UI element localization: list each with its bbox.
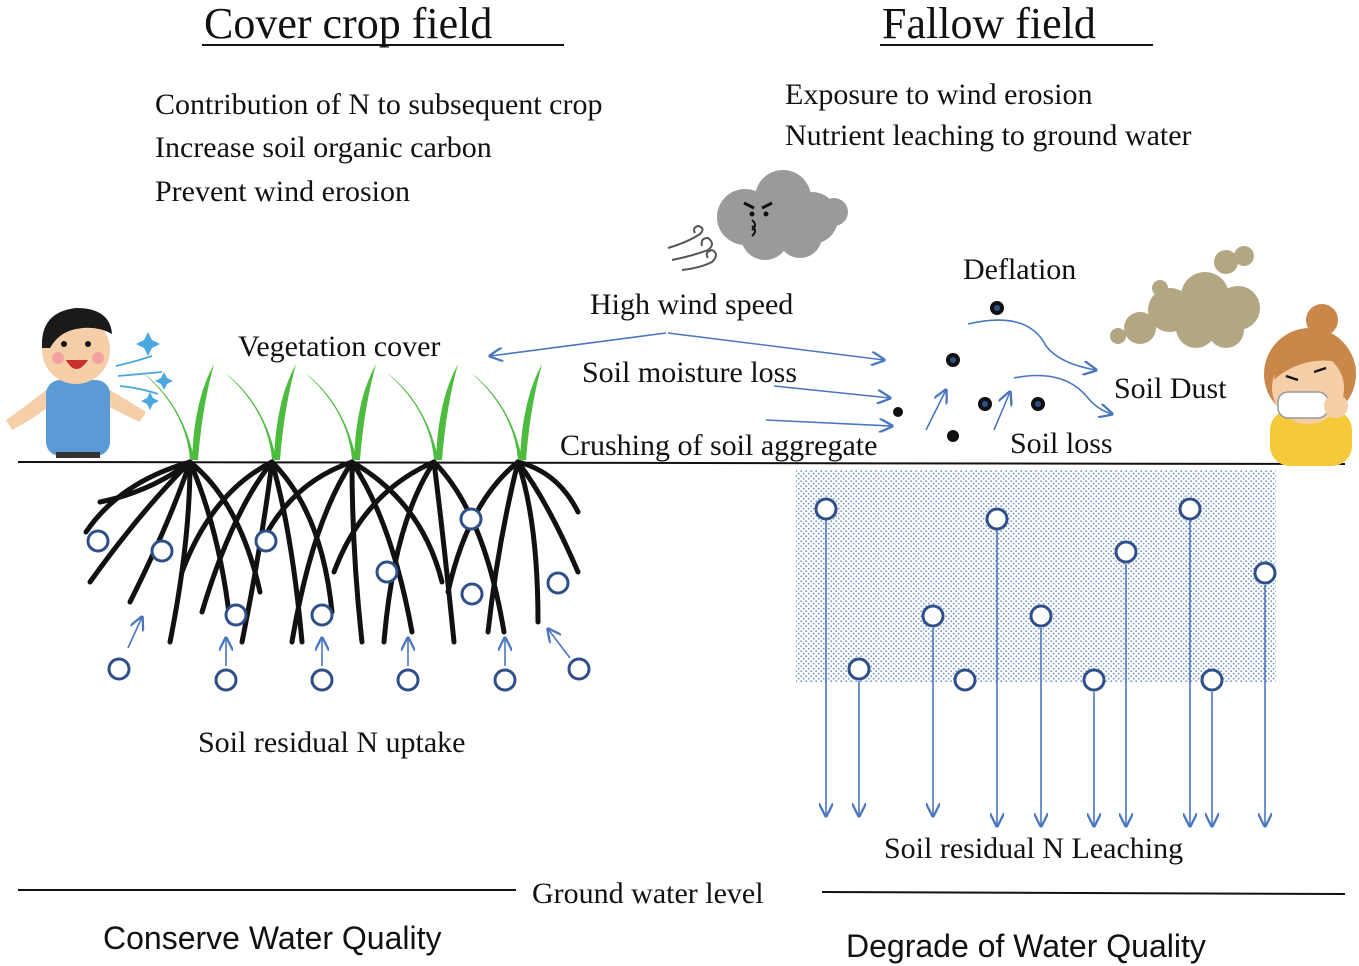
vegetation-cover-label: Vegetation cover	[238, 330, 440, 363]
ground-water-line-right	[821, 891, 1346, 895]
root-network	[83, 459, 581, 645]
n-circle	[1178, 497, 1202, 521]
n-circle	[985, 507, 1009, 531]
n-circle	[1253, 561, 1277, 585]
n-circle	[460, 582, 484, 606]
leaching-arrows	[826, 520, 1265, 826]
n-circle	[1082, 668, 1106, 692]
n-circle	[459, 507, 483, 531]
soil-moisture-label: Soil moisture loss	[582, 356, 797, 389]
high-wind-label: High wind speed	[590, 288, 793, 321]
fallow-soil-layer	[796, 470, 1276, 682]
n-circle	[567, 657, 591, 681]
n-circle	[1200, 668, 1224, 692]
fallow-title: Fallow field	[882, 0, 1096, 48]
n-circle	[953, 668, 977, 692]
angry-cloud-icon	[717, 170, 848, 260]
masked-girl-icon	[1264, 304, 1356, 466]
soil-surface-line	[17, 461, 1346, 465]
benefit-n-contribution: Contribution of N to subsequent crop	[155, 88, 602, 121]
n-circle	[86, 529, 110, 553]
ground-water-label: Ground water level	[532, 877, 764, 910]
risk-wind-erosion: Exposure to wind erosion	[785, 78, 1092, 111]
n-circle	[396, 668, 420, 692]
soil-loss-label: Soil loss	[1010, 427, 1113, 460]
crushing-label: Crushing of soil aggregate	[560, 429, 877, 462]
conserve-outcome: Conserve Water Quality	[103, 920, 441, 956]
n-circle	[921, 604, 945, 628]
deflation-arrows	[925, 319, 1112, 431]
left-n-circles	[86, 507, 591, 692]
cover-crop-plants	[142, 364, 542, 460]
arrow-wind-to-fallow	[667, 332, 884, 360]
n-circle	[375, 560, 399, 584]
leaching-label: Soil residual N Leaching	[884, 832, 1183, 865]
n-circle	[150, 539, 174, 563]
sparkle-breeze-icon	[115, 332, 173, 410]
n-circle	[214, 668, 238, 692]
uptake-label: Soil residual N uptake	[198, 726, 465, 759]
soil-particles	[893, 301, 1045, 442]
happy-boy-icon	[6, 308, 146, 458]
n-circle	[310, 603, 334, 627]
benefit-wind-erosion: Prevent wind erosion	[155, 175, 410, 208]
arrow-to-vegetation	[490, 332, 667, 356]
wind-swirl-icon	[667, 224, 717, 271]
cover-crop-title: Cover crop field	[204, 0, 492, 48]
arrow-moisture-to-fallow	[773, 385, 890, 398]
n-circle	[1114, 540, 1138, 564]
dust-cloud-icon	[1110, 246, 1260, 348]
soil-dust-label: Soil Dust	[1114, 372, 1227, 405]
n-circle	[224, 603, 248, 627]
n-circle	[1029, 604, 1053, 628]
n-circle	[546, 571, 570, 595]
n-circle	[847, 657, 871, 681]
n-circle	[493, 668, 517, 692]
risk-nutrient-leaching: Nutrient leaching to ground water	[785, 119, 1192, 152]
deflation-label: Deflation	[963, 253, 1076, 286]
n-circle	[107, 657, 131, 681]
n-circle	[254, 529, 278, 553]
n-circle	[814, 497, 838, 521]
uptake-arrows	[127, 617, 571, 666]
n-circle	[310, 668, 334, 692]
benefit-soil-carbon: Increase soil organic carbon	[155, 131, 492, 164]
right-n-circles	[814, 497, 1277, 692]
arrow-crush-to-fallow	[765, 420, 892, 426]
degrade-outcome: Degrade of Water Quality	[846, 928, 1206, 964]
